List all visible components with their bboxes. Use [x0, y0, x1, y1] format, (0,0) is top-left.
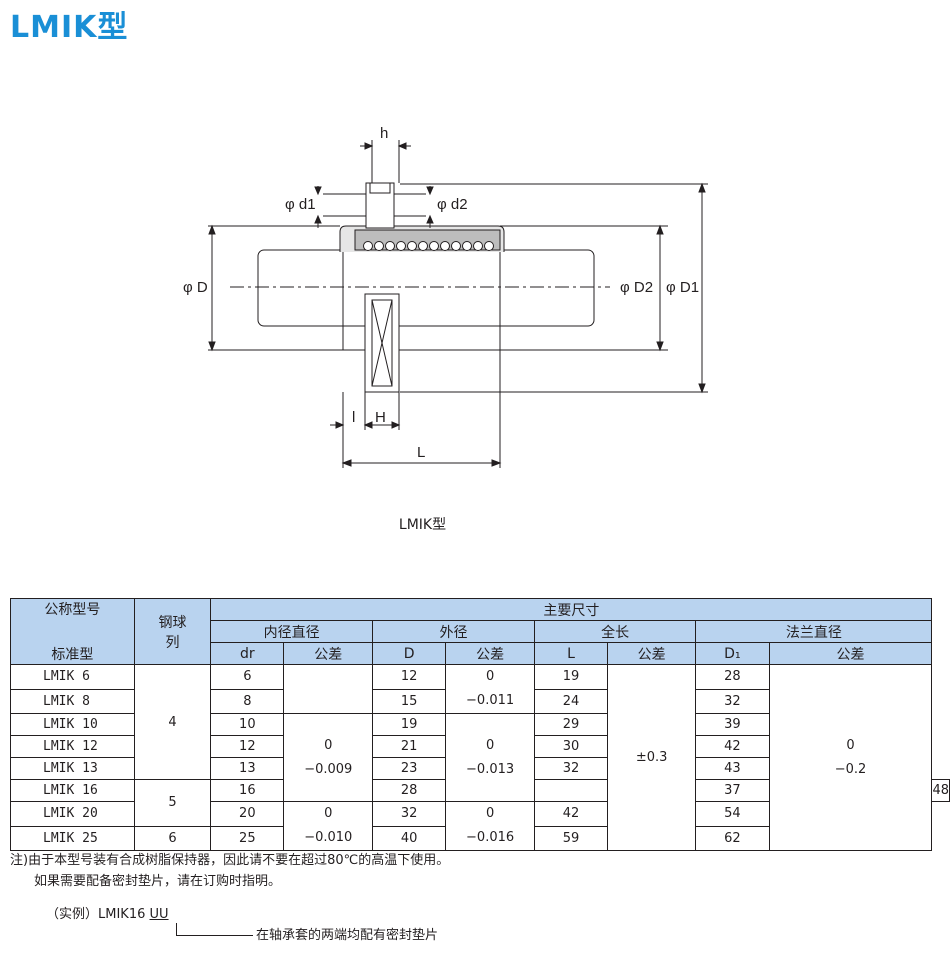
cell-L: 42: [533, 801, 609, 827]
label-D1: φ D1: [666, 279, 699, 296]
header-main-dims: 主要尺寸: [210, 598, 933, 621]
cell-L: 24: [533, 688, 609, 714]
cell-balls: 4: [133, 664, 212, 780]
header-dr: dr: [210, 642, 285, 665]
header-tol-D1: 公差: [768, 642, 933, 665]
table-row: LMIK 10 10 0−0.009 19 0−0.013 29 39: [10, 713, 950, 802]
cell-tol-dr: 0−0.010: [283, 801, 374, 851]
cell-D1: 48: [931, 779, 950, 802]
cell-D: 32: [372, 801, 447, 827]
cell-model: LMIK 12: [10, 735, 135, 758]
cell-dr: 12: [210, 735, 285, 758]
table-row: LMIK 20 20 0−0.010 32 0−0.016 42 54: [10, 801, 950, 851]
cell-D1: 54: [695, 801, 770, 827]
cell-dr: 25: [210, 825, 285, 851]
cell-D1: 28: [695, 664, 770, 690]
cell-tol-D1: 0−0.2: [768, 664, 933, 851]
example-bracket: [176, 923, 253, 936]
header-inner-dia: 内径直径: [210, 620, 374, 643]
cell-tol-D: 0−0.011: [445, 664, 535, 714]
figure-caption: LMIK型: [398, 517, 447, 533]
header-D: D: [372, 642, 447, 665]
cell-balls: 5: [133, 779, 212, 827]
header-tol-L: 公差: [607, 642, 697, 665]
cell-tol-L: ±0.3: [607, 664, 697, 851]
table-row: LMIK 25 6 25 40 59 62: [10, 825, 950, 851]
cell-balls: 6: [133, 825, 212, 851]
page-title: LMIK型: [10, 10, 129, 45]
cell-D: 21: [372, 735, 447, 758]
lmik-cross-section-diagram: h φ d1 φ d2 φ D φ D2 φ D1 l H L: [183, 125, 708, 468]
label-H: H: [375, 409, 386, 426]
cell-D: 40: [372, 825, 447, 851]
cell-D: 12: [372, 664, 447, 690]
cell-model: LMIK 6: [10, 664, 135, 690]
label-l: l: [352, 409, 355, 426]
example-prefix: （实例）LMIK16: [46, 907, 150, 922]
header-model-standard: 标准型: [10, 642, 135, 665]
table-row: LMIK 13 13 23 32 43: [10, 757, 950, 780]
cell-D: 15: [372, 688, 447, 714]
header-length: 全长: [533, 620, 697, 643]
cell-D1: 62: [695, 825, 770, 851]
cell-dr: 16: [210, 779, 285, 802]
cell-L: 32: [533, 757, 609, 780]
header-balls: 钢球列: [133, 598, 212, 665]
label-L: L: [417, 444, 425, 461]
cell-tol-D: [533, 779, 609, 802]
label-h: h: [380, 125, 388, 142]
cell-tol-D: 0−0.013: [445, 713, 535, 802]
cell-dr: 20: [210, 801, 285, 827]
cell-D1: 32: [695, 688, 770, 714]
cell-dr: 6: [210, 664, 285, 690]
header-tol-D: 公差: [445, 642, 535, 665]
header-outer-dia: 外径: [372, 620, 535, 643]
example-suffix: UU: [149, 907, 169, 922]
cell-model: LMIK 8: [10, 688, 135, 714]
cell-L: 37: [695, 779, 770, 802]
cell-L: 29: [533, 713, 609, 736]
cell-D: 19: [372, 713, 447, 736]
note-line-2: 如果需要配备密封垫片，请在订购时指明。: [34, 874, 282, 889]
header-model-spacer: [10, 620, 135, 643]
cell-D: 28: [372, 779, 447, 802]
cell-tol-dr: [283, 664, 374, 714]
cell-dr: 10: [210, 713, 285, 736]
cell-tol-D: 0−0.016: [445, 801, 535, 851]
cell-model: LMIK 13: [10, 757, 135, 780]
cell-D1: 43: [695, 757, 770, 780]
cell-L: 30: [533, 735, 609, 758]
cell-dr: 8: [210, 688, 285, 714]
header-tol-dr: 公差: [283, 642, 374, 665]
label-d2: φ d2: [437, 196, 468, 213]
label-D: φ D: [183, 279, 208, 296]
spec-table: 公称型号 钢球列 主要尺寸 内径直径 外径 全长 法兰直径 标准型 dr 公差 …: [10, 598, 950, 851]
cell-L: 59: [533, 825, 609, 851]
cell-model: LMIK 25: [10, 825, 135, 851]
cell-D1: 39: [695, 713, 770, 736]
cell-L: 19: [533, 664, 609, 690]
example-note: 在轴承套的两端均配有密封垫片: [256, 928, 439, 943]
table-row: LMIK 6 4 6 12 0−0.011 19 ±0.3 28 0−0.2: [10, 664, 950, 851]
label-d1: φ d1: [285, 196, 316, 213]
cell-D: 23: [372, 757, 447, 780]
header-L: L: [533, 642, 609, 665]
shaft-outline: [257, 249, 595, 327]
order-example: （实例）LMIK16 UU: [46, 903, 169, 922]
label-D2: φ D2: [620, 279, 653, 296]
header-model: 公称型号: [10, 598, 135, 621]
cell-model: LMIK 10: [10, 713, 135, 736]
ball-row: [363, 241, 494, 251]
cell-model: LMIK 16: [10, 779, 135, 802]
cell-model: LMIK 20: [10, 801, 135, 827]
note-line-1: 注)由于本型号装有合成树脂保持器，因此请不要在超过80℃的高温下使用。: [10, 853, 450, 868]
table-row: LMIK 16 5 16 28 37 48: [10, 779, 950, 827]
cell-D1: 42: [695, 735, 770, 758]
cell-dr: 13: [210, 757, 285, 780]
header-D1: D₁: [695, 642, 770, 665]
cell-tol-dr: 0−0.009: [283, 713, 374, 802]
notes: 注)由于本型号装有合成树脂保持器，因此请不要在超过80℃的高温下使用。 如果需要…: [10, 850, 449, 892]
header-flange-dia: 法兰直径: [695, 620, 933, 643]
